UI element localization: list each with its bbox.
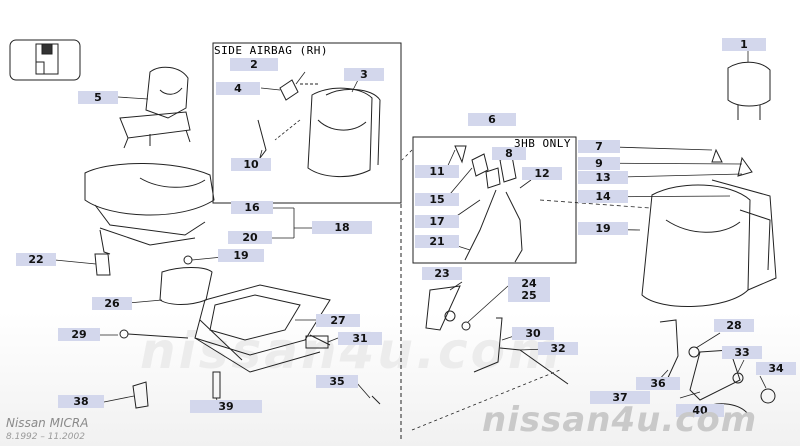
part-number-19-left: 19 <box>218 249 264 262</box>
part-number-25: 25 <box>508 289 550 302</box>
part-number-23: 23 <box>422 267 462 280</box>
part-number-31: 31 <box>338 332 382 345</box>
harness-10 <box>257 119 267 159</box>
bracket-22 <box>94 253 111 276</box>
part-number-26: 26 <box>92 297 132 310</box>
part-number-39: 39 <box>190 400 262 413</box>
part-number-15: 15 <box>415 193 459 206</box>
part-number-1: 1 <box>722 38 766 51</box>
bolt-29 <box>119 329 189 339</box>
airbag-section-title: SIDE AIRBAG (RH) <box>214 44 328 57</box>
seat-assembly-small <box>119 66 191 149</box>
bolt-39 <box>212 371 221 399</box>
part-number-13: 13 <box>578 171 628 184</box>
part-number-8: 8 <box>492 147 526 160</box>
part-number-22: 22 <box>16 253 56 266</box>
part-number-36: 36 <box>636 377 680 390</box>
part-number-11: 11 <box>415 165 459 178</box>
watermark-site: nissan4u.com <box>482 400 758 440</box>
footer-dates: 8.1992 – 11.2002 <box>6 432 85 442</box>
part-number-19-right: 19 <box>578 222 628 235</box>
part-number-30: 30 <box>512 327 554 340</box>
part-number-24: 24 <box>508 277 550 290</box>
seat-cushion <box>84 163 215 255</box>
seatback-frame <box>641 148 777 307</box>
three-door-section-box <box>412 136 577 264</box>
seat-rail-frame <box>194 284 331 373</box>
part-number-3: 3 <box>344 68 384 81</box>
three-door-section-title: 3HB ONLY <box>514 137 571 150</box>
clip-19 <box>183 255 193 265</box>
three-door-parts <box>454 145 523 263</box>
part-number-37: 37 <box>590 391 650 404</box>
part-number-12: 12 <box>522 167 562 180</box>
airbag-module-4 <box>279 79 299 101</box>
part-number-35: 35 <box>316 375 358 388</box>
part-number-5: 5 <box>78 91 118 104</box>
part-number-28: 28 <box>714 319 754 332</box>
part-number-21: 21 <box>415 235 459 248</box>
part-number-9: 9 <box>578 157 620 170</box>
part-number-4: 4 <box>216 82 260 95</box>
headrest <box>727 61 771 120</box>
part-number-18: 18 <box>312 221 372 234</box>
part-number-17: 17 <box>415 215 459 228</box>
airbag-seatback <box>307 87 381 178</box>
part-number-38: 38 <box>58 395 104 408</box>
footer-model: Nissan MICRA <box>6 416 89 430</box>
car-location-icon <box>9 39 81 81</box>
part-number-32: 32 <box>538 342 578 355</box>
part-number-2: 2 <box>230 58 278 71</box>
part-number-27: 27 <box>316 314 360 327</box>
part-number-6: 6 <box>468 113 516 126</box>
part-number-29: 29 <box>58 328 100 341</box>
part-number-16: 16 <box>231 201 273 214</box>
part-number-10: 10 <box>231 158 271 171</box>
part-number-34: 34 <box>756 362 796 375</box>
watermark-faint: nissan4u.com <box>140 322 564 380</box>
part-38 <box>132 381 149 409</box>
cover-26 <box>159 267 213 305</box>
part-number-14: 14 <box>578 190 628 203</box>
part-number-20: 20 <box>228 231 272 244</box>
part-number-7: 7 <box>578 140 620 153</box>
part-number-33: 33 <box>722 346 762 359</box>
part-number-40: 40 <box>676 404 724 417</box>
